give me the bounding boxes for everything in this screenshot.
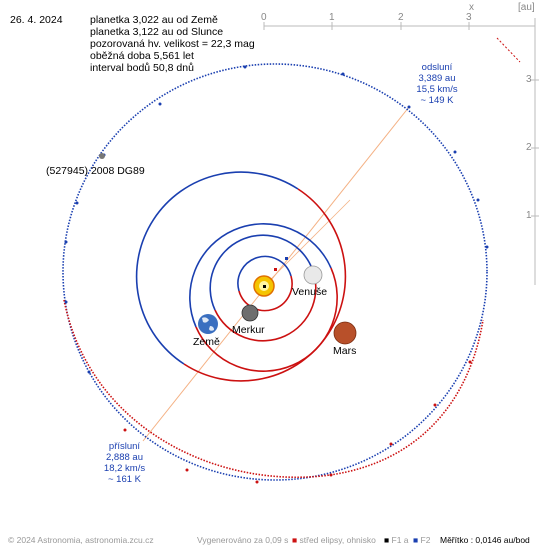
venus-icon: [303, 265, 323, 285]
venus-label: Venuše: [292, 286, 328, 298]
legend-center: ■ střed elipsy, ohnisko: [292, 535, 376, 545]
x-tick-label: 0: [261, 12, 267, 23]
perihelion-info: přísluní 2,888 au 18,2 km/s ~ 161 K: [97, 441, 152, 485]
x-axis-ticks: [263, 22, 470, 30]
x-tick-label: 2: [398, 12, 404, 23]
mercury-orbit: [237, 255, 293, 312]
x-axis-label: x: [469, 2, 474, 13]
mars-label: Mars: [333, 345, 357, 357]
perihelion-speed: 18,2 km/s: [103, 463, 146, 474]
y-axis-ticks: [531, 79, 539, 217]
asteroid-radius-line: [263, 199, 351, 287]
mercury-label: Merkur: [232, 324, 265, 336]
asteroid-icon: [99, 153, 105, 159]
focus-marker: [274, 268, 277, 271]
info-line-3: pozorovaná hv. velikost = 22,3 mag: [90, 38, 255, 50]
aphelion-info: odsluní 3,389 au 15,5 km/s ~ 149 K: [412, 62, 462, 106]
copyright-text: © 2024 Astronomia, astronomia.zcu.cz: [8, 535, 154, 545]
aphelion-temp: ~ 149 K: [420, 95, 454, 106]
asteroid-label: (527945) 2008 DG89: [46, 165, 145, 177]
aphelion-speed: 15,5 km/s: [416, 84, 458, 95]
earth-label: Země: [193, 336, 220, 348]
unit-label: [au]: [518, 2, 535, 13]
legend-center-label: střed elipsy, ohnisko: [299, 535, 376, 545]
f1-marker-icon: ■: [384, 535, 390, 545]
info-line-5: interval bodů 50,8 dnů: [90, 62, 194, 74]
scale-text: Měřítko : 0,0146 au/bod: [440, 535, 530, 545]
info-line-1: planetka 3,022 au od Země: [90, 14, 218, 26]
ellipse-center-marker: [285, 257, 288, 260]
venus-orbit: [209, 234, 317, 342]
mars-icon: [333, 321, 357, 345]
earth-orbit: [189, 223, 338, 372]
info-line-2: planetka 3,122 au od Slunce: [90, 26, 224, 38]
legend-f2: ■ F2: [413, 535, 430, 545]
aphelion-distance: 3,389 au: [418, 73, 456, 84]
asteroid-orbit: [62, 63, 488, 481]
mars-orbit: [135, 171, 347, 382]
sun: [253, 275, 275, 297]
y-tick-label: 1: [526, 210, 532, 221]
date-label: 26. 4. 2024: [10, 14, 63, 26]
center-marker-icon: ■: [292, 535, 298, 545]
y-tick-label: 3: [526, 74, 532, 85]
offscreen-orbit-marker: [496, 37, 521, 63]
mercury-icon: [241, 304, 259, 322]
aphelion-title: odsluní: [421, 62, 453, 73]
legend-f1-label: F1 a: [391, 535, 409, 545]
legend-f2-label: F2: [420, 535, 431, 545]
asteroid-orbit-points: [64, 65, 489, 484]
perihelion-title: přísluní: [108, 441, 141, 452]
legend-f1: ■ F1 a: [384, 535, 409, 545]
earth-icon: [198, 314, 218, 334]
generated-text: Vygenerováno za 0,09 s: [197, 535, 289, 545]
perihelion-distance: 2,888 au: [106, 452, 143, 463]
x-tick-label: 3: [466, 12, 472, 23]
info-line-4: oběžná doba 5,561 let: [90, 50, 194, 62]
f2-marker-icon: ■: [413, 535, 419, 545]
x-tick-label: 1: [329, 12, 335, 23]
perihelion-temp: ~ 161 K: [107, 474, 141, 485]
y-tick-label: 2: [526, 142, 532, 153]
